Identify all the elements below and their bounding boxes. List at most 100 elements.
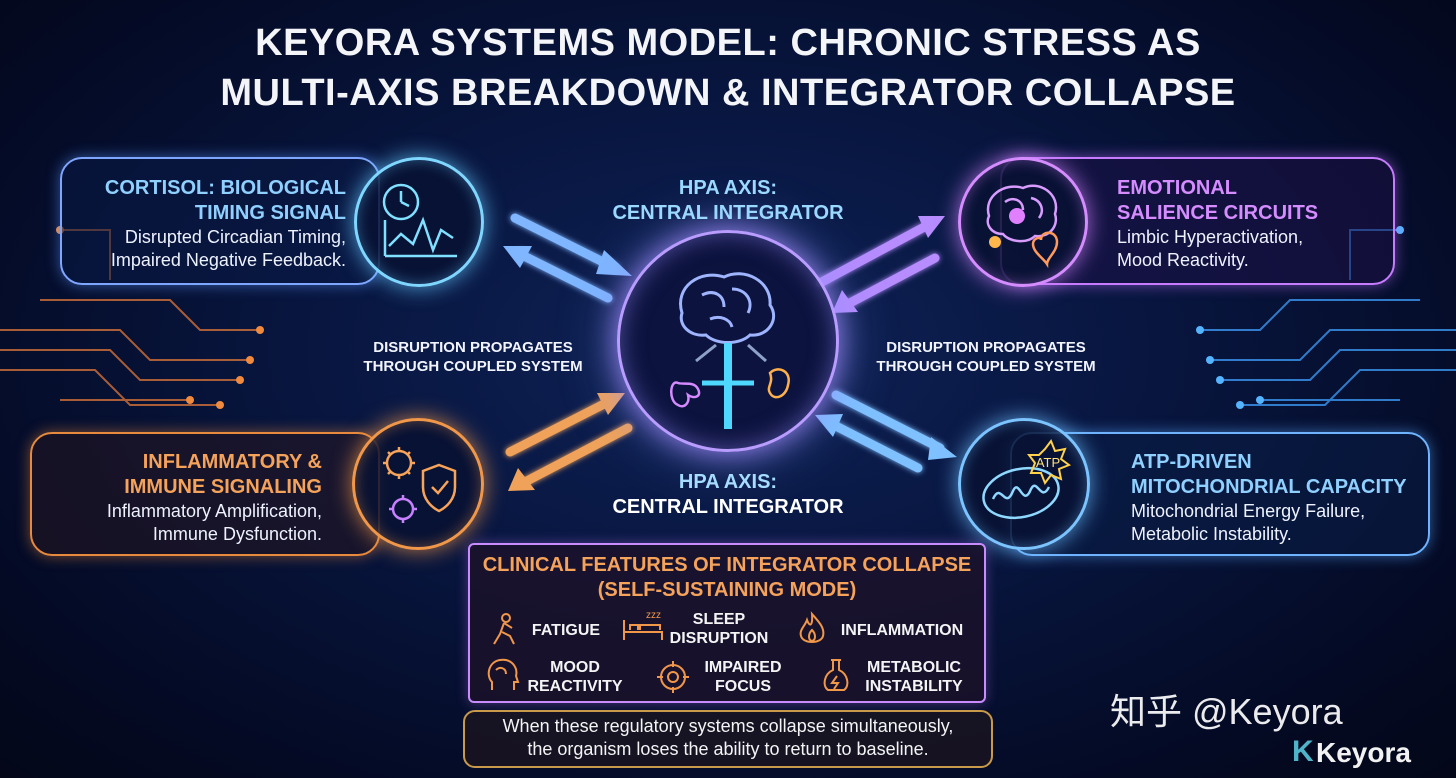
emotional-sub-1: Limbic Hyperactivation, (1117, 227, 1304, 247)
flask-bolt-icon (823, 659, 849, 691)
arrow-inflammatory-to-hpa (505, 397, 613, 457)
feature-metabolic-label-2: INSTABILITY (865, 678, 963, 695)
cortisol-heading-2: TIMING SIGNAL (194, 202, 346, 224)
cortisol-sub-2: Impaired Negative Feedback. (110, 250, 346, 270)
inflammatory-text: INFLAMMATORY & IMMUNE SIGNALING Inflamma… (40, 450, 322, 546)
keyora-logo-text: Keyora (1316, 737, 1411, 768)
arrowhead-4 (832, 290, 858, 313)
feature-sleep-label-2: DISRUPTION (669, 630, 769, 647)
clinical-title: CLINICAL FEATURES OF INTEGRATOR COLLAPSE… (468, 553, 986, 603)
cortisol-text: CORTISOL: BIOLOGICAL TIMING SIGNAL Disru… (70, 176, 346, 272)
arrowhead-3 (918, 216, 945, 238)
atp-text: ATP-DRIVEN MITOCHONDRIAL CAPACITY Mitoch… (1131, 450, 1421, 546)
feature-sleep-label-1: SLEEP (692, 611, 746, 628)
arrow-emotional-to-hpa (843, 253, 940, 309)
cortisol-panel (60, 157, 380, 285)
propagation-right-1: DISRUPTION PROPAGATES (886, 339, 1086, 356)
keyora-logo: K Keyora (1292, 734, 1442, 770)
feature-sleep: SLEEP DISRUPTION (660, 610, 778, 648)
inflammatory-heading-1: INFLAMMATORY & (142, 451, 322, 473)
feature-mood-label-2: REACTIVITY (527, 678, 623, 695)
inflammatory-sub-2: Immune Dysfunction. (152, 524, 322, 544)
collapse-note: When these regulatory systems collapse s… (463, 715, 993, 761)
arrow-atp-to-hpa (827, 419, 923, 473)
hpa-label-bottom-2: CENTRAL INTEGRATOR (612, 496, 844, 518)
arrow-hpa-to-cortisol (515, 249, 613, 303)
inflammatory-node (352, 418, 484, 550)
atp-badge: ATP (1036, 455, 1060, 470)
propagation-right: DISRUPTION PROPAGATES THROUGH COUPLED SY… (858, 338, 1114, 376)
atp-heading-2: MITOCHONDRIAL CAPACITY (1131, 476, 1407, 498)
arrow-hpa-to-emotional (815, 220, 933, 288)
arrowhead-1 (596, 250, 632, 276)
clinical-features-box (468, 543, 986, 703)
hpa-label-top-2: CENTRAL INTEGRATOR (612, 202, 844, 224)
feature-inflammation: INFLAMMATION (832, 621, 972, 640)
feature-mood-label-1: MOOD (550, 659, 600, 676)
cortisol-heading-1: CORTISOL: BIOLOGICAL (104, 177, 346, 199)
hpa-label-bottom: HPA AXIS: CENTRAL INTEGRATOR (580, 470, 876, 520)
propagation-left: DISRUPTION PROPAGATES THROUGH COUPLED SY… (345, 338, 601, 376)
atp-sub-2: Metabolic Instability. (1131, 524, 1292, 544)
cortisol-node (354, 157, 484, 287)
clinical-title-2: (SELF-SUSTAINING MODE) (597, 579, 857, 601)
arrowhead-7 (928, 437, 957, 460)
hpa-label-top-1: HPA AXIS: (678, 177, 778, 199)
hpa-brain-icon (670, 272, 790, 429)
arrowhead-2 (503, 246, 532, 268)
target-icon (657, 661, 689, 693)
emotional-text: EMOTIONAL SALIENCE CIRCUITS Limbic Hyper… (1117, 176, 1387, 272)
page-title: KEYORA SYSTEMS MODEL: CHRONIC STRESS AS … (0, 18, 1456, 118)
arrow-hpa-to-inflammatory (520, 423, 633, 487)
cortisol-sub-1: Disrupted Circadian Timing, (124, 227, 346, 247)
feature-focus-label-2: FOCUS (715, 678, 771, 695)
atp-sub-1: Mitochondrial Energy Failure, (1131, 501, 1366, 521)
feature-fatigue-label: FATIGUE (531, 622, 601, 639)
clinical-title-1: CLINICAL FEATURES OF INTEGRATOR COLLAPSE (482, 554, 972, 576)
zhihu-watermark: 知乎 @Keyora (1110, 691, 1343, 732)
arrow-hpa-to-atp (831, 390, 945, 453)
emotional-node (958, 157, 1088, 287)
feature-metabolic-label-1: METABOLIC (867, 659, 961, 676)
emotional-sub-2: Mood Reactivity. (1117, 250, 1249, 270)
mood-head-icon (487, 658, 520, 690)
title-line-2: MULTI-AXIS BREAKDOWN & INTEGRATOR COLLAP… (220, 72, 1236, 114)
feature-metabolic: METABOLIC INSTABILITY (852, 658, 976, 696)
atp-node: ATP (958, 418, 1090, 550)
feature-fatigue: FATIGUE (522, 621, 610, 640)
sleep-bed-icon: zzz (623, 610, 663, 640)
feature-inflammation-label: INFLAMMATION (840, 622, 964, 639)
inflammatory-panel (30, 432, 380, 556)
inflammatory-sub-1: Inflammatory Amplification, (106, 501, 322, 521)
hpa-label-top: HPA AXIS: CENTRAL INTEGRATOR (580, 176, 876, 226)
clock-wave-icon (382, 183, 457, 258)
feature-focus-label-1: IMPAIRED (704, 659, 782, 676)
arrowhead-8 (815, 414, 843, 437)
propagation-left-1: DISRUPTION PROPAGATES (373, 339, 573, 356)
keyora-logo-mark: K (1292, 735, 1314, 768)
propagation-left-2: THROUGH COUPLED SYSTEM (363, 358, 583, 375)
arrow-cortisol-to-hpa (510, 213, 620, 273)
mitochondria-icon: ATP (982, 438, 1072, 520)
arrowhead-6 (508, 468, 535, 491)
title-line-1: KEYORA SYSTEMS MODEL: CHRONIC STRESS AS (255, 22, 1201, 64)
flame-icon (799, 611, 825, 643)
emotional-heading-1: EMOTIONAL (1117, 177, 1237, 199)
collapse-note-1: When these regulatory systems collapse s… (502, 716, 954, 736)
virus-shield-icon (383, 447, 457, 523)
hpa-label-bottom-1: HPA AXIS: (678, 471, 778, 493)
arrowhead-5 (597, 393, 625, 415)
emotional-heading-2: SALIENCE CIRCUITS (1117, 202, 1319, 224)
svg-text:zzz: zzz (646, 610, 661, 621)
propagation-right-2: THROUGH COUPLED SYSTEM (876, 358, 1096, 375)
collapse-note-box (463, 710, 993, 768)
fatigue-icon (493, 613, 515, 645)
inflammatory-heading-2: IMMUNE SIGNALING (124, 476, 322, 498)
collapse-note-2: the organism loses the ability to return… (527, 739, 929, 759)
brain-heart-icon (986, 184, 1059, 269)
feature-mood: MOOD REACTIVITY (520, 658, 630, 696)
atp-heading-1: ATP-DRIVEN (1131, 451, 1252, 473)
feature-focus: IMPAIRED FOCUS (684, 658, 802, 696)
